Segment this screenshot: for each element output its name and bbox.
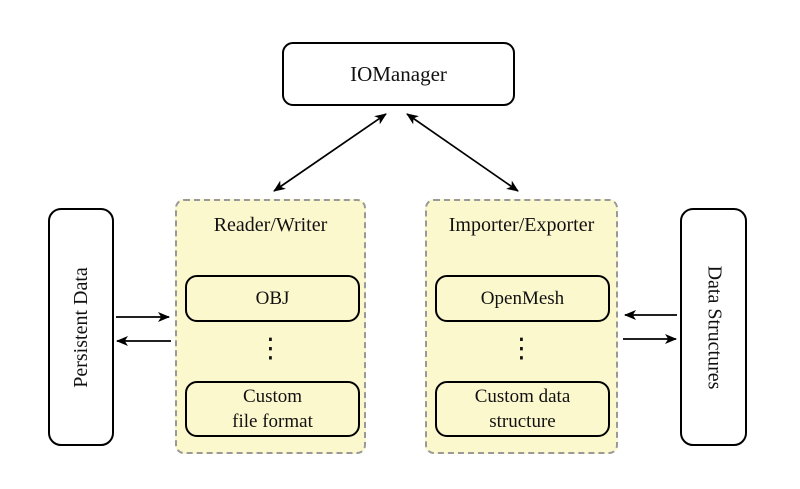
vertical-ellipsis-icon: ⋮: [508, 333, 535, 364]
arrow-iomanager-importer-exporter: [406, 113, 519, 192]
iomanager-label: IOManager: [350, 61, 447, 86]
reader-writer-title: Reader/Writer: [213, 214, 328, 236]
openmesh-box: OpenMesh: [435, 275, 610, 322]
arrow-iomanager-reader-writer: [273, 113, 387, 192]
custom-data-structure-box: Custom data structure: [435, 381, 610, 437]
iomanager-box: IOManager: [282, 42, 515, 106]
data-structures-box: Data Structures: [680, 208, 747, 446]
persistent-data-box: Persistent Data: [48, 208, 114, 446]
custom-file-format-line2: file format: [232, 411, 313, 432]
obj-box: OBJ: [185, 275, 360, 322]
data-structures-label: Data Structures: [703, 265, 726, 389]
persistent-data-label: Persistent Data: [69, 266, 92, 388]
custom-data-structure-line2: structure: [489, 411, 556, 432]
obj-label: OBJ: [255, 288, 290, 309]
openmesh-label: OpenMesh: [480, 288, 565, 309]
importer-exporter-group: Importer/Exporter OpenMesh ⋮ Custom data…: [425, 199, 618, 454]
reader-writer-group: Reader/Writer OBJ ⋮ Custom file format: [175, 199, 366, 454]
importer-exporter-title: Importer/Exporter: [448, 214, 595, 236]
custom-data-structure-line1: Custom data: [474, 386, 571, 407]
custom-file-format-box: Custom file format: [185, 381, 360, 437]
custom-file-format-line1: Custom: [242, 386, 303, 407]
vertical-ellipsis-icon: ⋮: [257, 333, 284, 364]
